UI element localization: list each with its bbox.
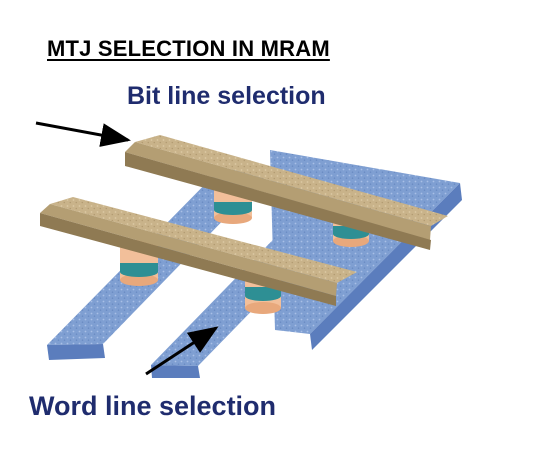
diagram-title: MTJ SELECTION IN MRAM	[47, 36, 330, 61]
word-line-label: Word line selection	[29, 391, 277, 421]
bit-line-back	[125, 135, 448, 250]
bit-line-label: Bit line selection	[127, 82, 326, 110]
word-line-arrow	[145, 326, 219, 376]
bit-line-arrow	[35, 121, 131, 147]
bit-line-selected	[40, 197, 357, 306]
